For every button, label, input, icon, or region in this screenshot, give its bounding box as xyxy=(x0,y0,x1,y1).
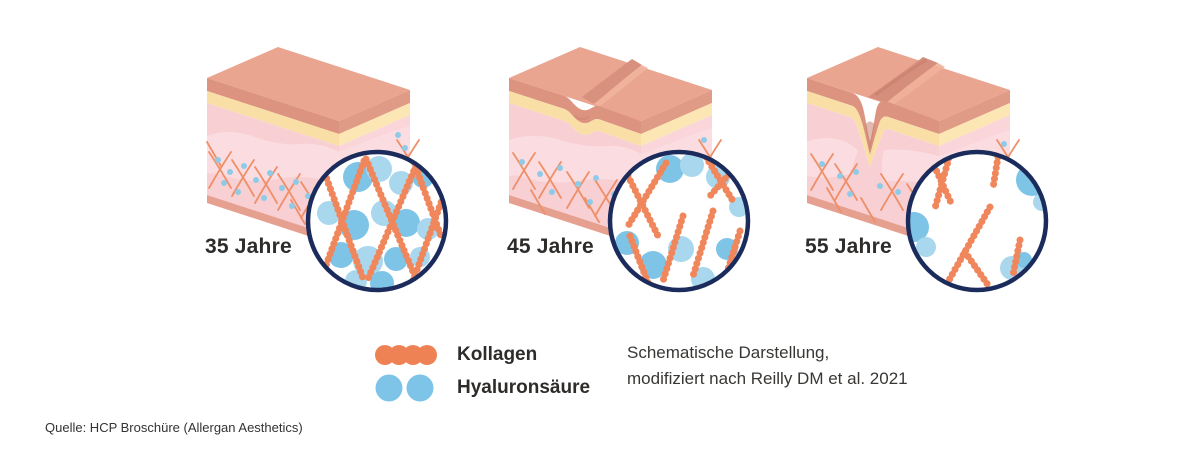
epidermis-side-left xyxy=(509,78,641,134)
age-label-45: 45 Jahre xyxy=(507,235,594,258)
skin-block-middle-illustration xyxy=(509,47,751,293)
annotation-line-1: Schematische Darstellung, xyxy=(627,343,830,362)
legend: Kollagen Hyaluronsäure xyxy=(375,340,590,403)
wrinkle-groove-highlight xyxy=(594,65,648,106)
hyaluronic-acid-icon xyxy=(375,373,437,403)
magnifier-lens-45 xyxy=(607,149,751,293)
wrinkle-groove-highlight xyxy=(886,63,945,106)
age-label-55: 55 Jahre xyxy=(805,235,892,258)
epidermis-side-right xyxy=(939,90,1010,134)
legend-row-hyaluron: Hyaluronsäure xyxy=(375,373,590,403)
panel-age-35: 35 Jahre xyxy=(180,40,480,300)
subcutis-layer-right xyxy=(641,103,712,146)
annotation-note: Schematische Darstellung, modifiziert na… xyxy=(627,340,908,392)
legend-row-collagen: Kollagen xyxy=(375,340,590,370)
epidermis-side-right xyxy=(339,90,410,134)
subcutis-layer-left xyxy=(807,91,939,168)
subcutis-layer-right xyxy=(339,103,410,146)
epidermis-side-left xyxy=(207,78,339,134)
legend-label-hyaluron: Hyaluronsäure xyxy=(457,377,591,398)
legend-label-collagen: Kollagen xyxy=(457,344,538,365)
collagen-beads-icon xyxy=(375,340,437,370)
wrinkle-groove-deep xyxy=(868,57,938,103)
subcutis-layer-left xyxy=(207,91,339,146)
epidermis-top-face xyxy=(207,47,410,121)
block-base-left xyxy=(807,195,939,246)
subcutis-layer-right xyxy=(939,103,1010,146)
skin-block-old-illustration xyxy=(807,47,1049,293)
source-note: Quelle: HCP Broschüre (Allergan Aestheti… xyxy=(45,420,303,435)
magnifier-lens-35 xyxy=(305,149,449,293)
subcutis-layer-left xyxy=(509,91,641,146)
age-label-35: 35 Jahre xyxy=(205,235,292,258)
epidermis-side-right xyxy=(641,90,712,134)
block-base-left xyxy=(207,195,339,246)
wrinkle-groove-shallow xyxy=(582,59,642,104)
wrinkle-crease-line xyxy=(574,115,590,120)
dermis-left xyxy=(807,103,939,238)
skin-block-young-illustration xyxy=(206,47,449,293)
wrinkle-groove-core xyxy=(874,58,927,97)
magnifier-lens-55 xyxy=(905,149,1049,293)
epidermis-side-left xyxy=(807,78,939,155)
wrinkle-inner-shadow xyxy=(865,121,875,153)
annotation-line-2: modifiziert nach Reilly DM et al. 2021 xyxy=(627,369,908,388)
panel-age-45: 45 Jahre xyxy=(482,40,782,300)
panel-age-55: 55 Jahre xyxy=(780,40,1080,300)
